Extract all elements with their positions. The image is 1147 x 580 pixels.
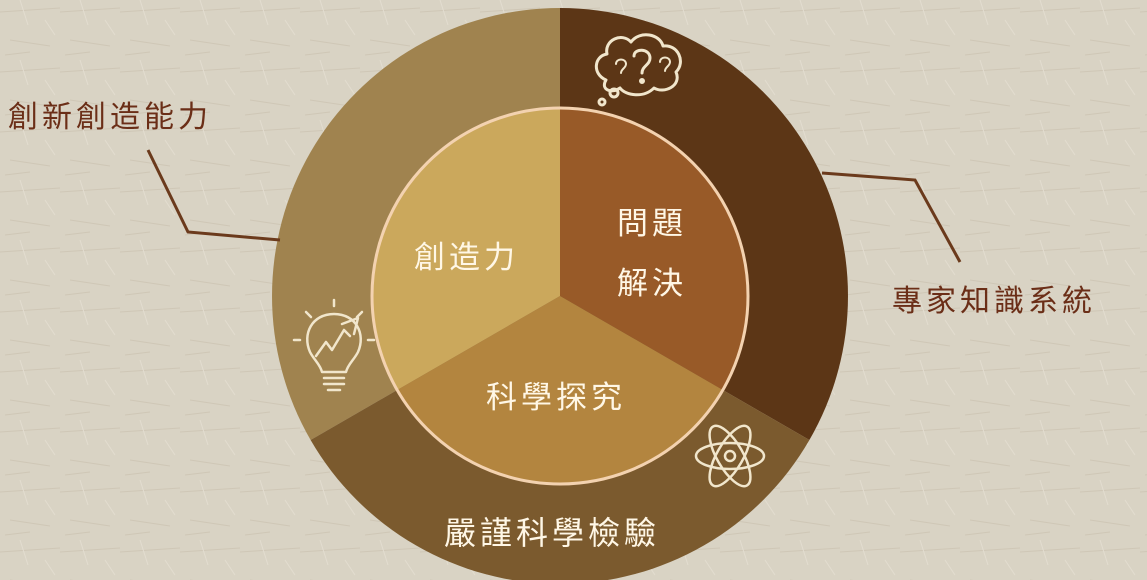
label-problem-line2: 解決	[617, 266, 687, 302]
label-problem-line1: 問題	[617, 206, 687, 242]
leader-line-right	[821, 171, 962, 263]
label-scientific-inquiry: 科學探究	[486, 380, 626, 416]
atom-icon	[694, 424, 766, 488]
inner-sector-creativity	[372, 108, 560, 390]
label-creativity: 創造力	[414, 240, 519, 276]
thought-bubble-question-icon	[594, 33, 682, 107]
inner-circle-border	[370, 106, 750, 486]
label-rigorous-testing: 嚴謹科學檢驗	[444, 514, 661, 552]
inner-sector-problem-solving	[560, 108, 748, 390]
inner-sector-scientific-inquiry	[397, 296, 723, 484]
lightbulb-growth-icon	[292, 298, 376, 392]
label-expert-knowledge: 專家知識系統	[892, 284, 1096, 319]
leader-line-left	[146, 149, 281, 242]
label-creative-ability: 創新創造能力	[8, 100, 212, 135]
